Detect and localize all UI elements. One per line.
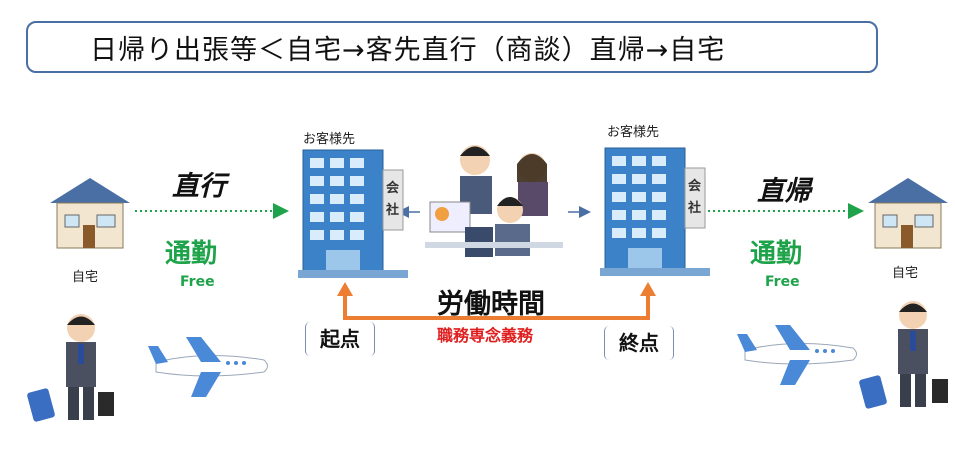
client-left-label: お客様先 (303, 132, 356, 147)
work-hours-orange-bracket (343, 292, 650, 320)
house-right-icon (868, 178, 948, 249)
direct-go-label: 直行 (172, 171, 226, 202)
end-point-label: 終点 (604, 326, 674, 360)
airplane-left-icon (148, 337, 268, 397)
businessman-with-suitcase-left-icon (27, 314, 114, 422)
title-text: 日帰り出張等＜自宅→客先直行（商談）直帰→自宅 (90, 34, 726, 66)
free-left-label: Free (180, 274, 215, 290)
work-hours-label: 労働時間 (437, 289, 545, 320)
airplane-right-icon (737, 325, 857, 385)
office-building-left-icon (298, 149, 408, 278)
commute-left-label: 通勤 (165, 239, 218, 269)
start-point-label: 起点 (305, 322, 375, 356)
home-left-label: 自宅 (72, 270, 99, 285)
free-right-label: Free (765, 274, 800, 290)
title-banner: 日帰り出張等＜自宅→客先直行（商談）直帰→自宅 (26, 21, 878, 73)
office-building-right-icon (600, 147, 710, 276)
home-right-label: 自宅 (892, 266, 919, 281)
building-sign-right: 会 社 (688, 179, 702, 216)
businessman-with-suitcase-right-icon (859, 301, 948, 409)
commute-right-label: 通勤 (750, 239, 803, 269)
duty-of-devotion-label: 職務専念義務 (437, 326, 534, 345)
building-sign-left: 会 社 (386, 181, 400, 218)
business-meeting-illustration (420, 132, 568, 264)
house-left-icon (50, 178, 130, 249)
direct-return-label: 直帰 (757, 176, 811, 207)
client-right-label: お客様先 (607, 125, 660, 140)
